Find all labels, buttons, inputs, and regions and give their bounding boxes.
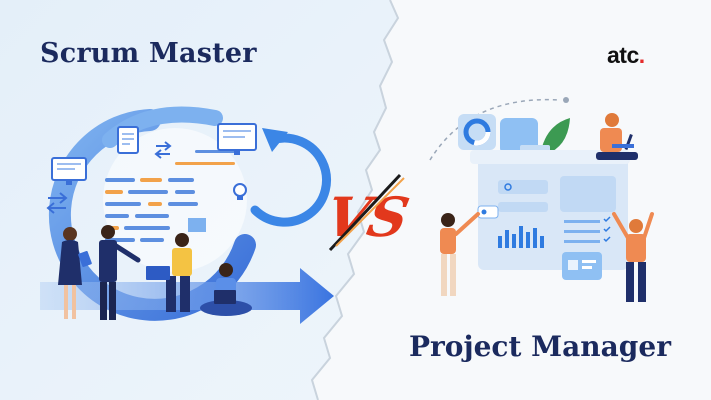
- person-top-laptop: [596, 113, 638, 160]
- logo-text: atc: [607, 42, 639, 68]
- person-man-pointing: [99, 225, 141, 320]
- person-yellow-laptop: [146, 233, 192, 312]
- person-woman-pointing: [440, 212, 480, 296]
- sticky-note: [188, 218, 206, 232]
- search-bar: [498, 180, 548, 194]
- circular-arrow-icon: [250, 133, 331, 227]
- dashboard-panel: [478, 158, 628, 270]
- person-sitting-laptop: [200, 263, 252, 316]
- atc-logo[interactable]: atc.: [607, 42, 645, 69]
- person-man-raising: [612, 212, 654, 302]
- torn-edge: [310, 0, 400, 400]
- swap-arrows-icon: [46, 141, 172, 214]
- lightbulb-icon: [233, 183, 247, 200]
- scrum-master-title: Scrum Master: [40, 38, 257, 69]
- document-icon: [117, 126, 139, 154]
- person-woman-tablet: [58, 227, 92, 319]
- bar-chart: [498, 226, 544, 248]
- project-manager-title: Project Manager: [409, 330, 671, 363]
- input-chip: [477, 205, 499, 219]
- vs-emblem: VS: [320, 173, 414, 252]
- monitor-icon: [217, 123, 257, 155]
- checklist: [560, 176, 616, 243]
- logo-dot: .: [638, 42, 645, 68]
- dashed-path: [429, 98, 561, 161]
- svg-text:VS: VS: [320, 186, 414, 249]
- project-dashboard-group: [429, 97, 654, 302]
- code-lines: [105, 150, 235, 242]
- monitor-icon: [51, 157, 87, 185]
- scrum-cycle-group: [40, 106, 334, 324]
